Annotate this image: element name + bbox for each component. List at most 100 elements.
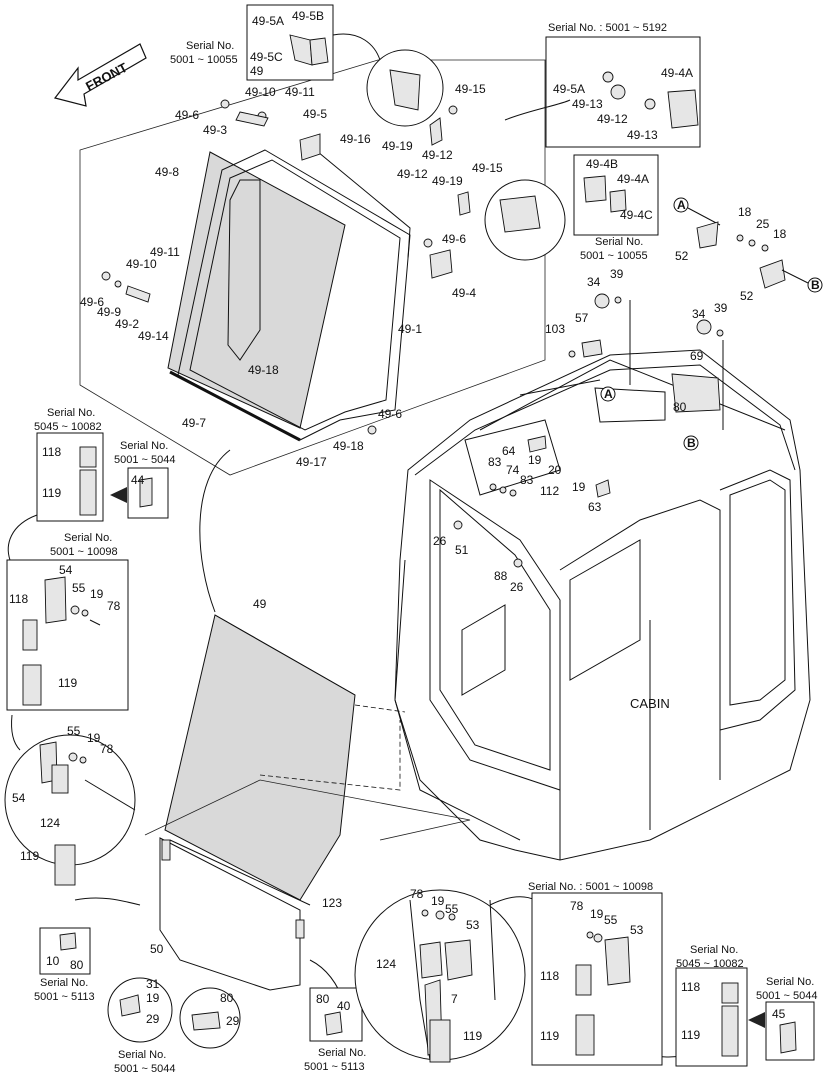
part-label: 78 xyxy=(570,899,584,913)
serial-bottom-mid: Serial No. : 5001 ~ 10098 xyxy=(528,881,653,893)
part-label: 49 xyxy=(250,64,264,78)
part-label: 49-4A xyxy=(661,66,693,80)
part-label: 49-15 xyxy=(455,82,486,96)
part-label: 49-16 xyxy=(340,132,371,146)
ref-B-circle-top xyxy=(807,277,823,293)
part-label: 119 xyxy=(20,849,39,863)
serial-bottom-c-b: 5001 ~ 5113 xyxy=(304,1061,365,1073)
part-label: 49-3 xyxy=(203,123,227,137)
part-label: 49-13 xyxy=(572,97,603,111)
part-label: 49-5 xyxy=(303,107,327,121)
part-label: 119 xyxy=(540,1029,559,1043)
part-label: 49-19 xyxy=(382,139,413,153)
part-label: 49-10 xyxy=(126,257,157,271)
lower-door-assembly xyxy=(159,614,356,991)
part-label: 78 xyxy=(100,742,114,756)
part-label: 118 xyxy=(42,445,61,459)
door-frame-outline xyxy=(177,149,411,441)
part-label: 118 xyxy=(540,969,559,983)
part-label: 10 xyxy=(46,954,60,968)
part-label: 88 xyxy=(494,569,508,583)
part-label: 54 xyxy=(12,791,26,805)
part-label: 49-15 xyxy=(472,161,503,175)
part-label: 49-10 xyxy=(245,85,276,99)
part-label: 52 xyxy=(740,289,754,303)
part-label: 78 xyxy=(107,599,121,613)
part-label: 49-19 xyxy=(432,174,463,188)
ref-B-label-cabin: B xyxy=(687,436,696,450)
part-label: 80 xyxy=(220,991,234,1005)
part-label: 26 xyxy=(510,580,524,594)
part-label: 26 xyxy=(433,534,447,548)
serial-top-right: Serial No. : 5001 ~ 5192 xyxy=(548,22,667,34)
part-label: 80 xyxy=(316,992,330,1006)
part-label: 55 xyxy=(72,581,86,595)
serial-left-3a: Serial No. xyxy=(64,532,112,544)
lower-door-panel-50 xyxy=(159,837,301,991)
serial-top-mid-2: 5001 ~ 10055 xyxy=(170,54,238,66)
part-label: 49-9 xyxy=(97,305,121,319)
part-label: 53 xyxy=(466,918,480,932)
serial-mid-right-2: 5001 ~ 10055 xyxy=(580,250,648,262)
ref-A-circle-cabin xyxy=(600,386,616,402)
part-label: 18 xyxy=(738,205,752,219)
part-label: 49-2 xyxy=(115,317,139,331)
part-label: 49-5C xyxy=(250,50,283,64)
part-label: 119 xyxy=(681,1028,700,1042)
part-label: 19 xyxy=(528,453,542,467)
cabin-label: CABIN xyxy=(630,696,670,711)
serial-bottom-l2b: 5001 ~ 5044 xyxy=(114,1063,175,1075)
part-label: 19 xyxy=(90,587,104,601)
part-label: 18 xyxy=(773,227,787,241)
part-label: 69 xyxy=(690,349,704,363)
door-frame-inner xyxy=(189,159,401,431)
serial-bottom-l1b: 5001 ~ 5113 xyxy=(34,991,95,1003)
part-label: 49-4C xyxy=(620,208,653,222)
part-label: 124 xyxy=(376,957,396,971)
part-label: 49-6 xyxy=(378,407,402,421)
part-label: 49-12 xyxy=(397,167,428,181)
part-label: 118 xyxy=(681,980,700,994)
part-label: 55 xyxy=(445,902,459,916)
part-label: 29 xyxy=(226,1014,240,1028)
cabin-body: CABIN xyxy=(394,349,811,861)
part-label: 119 xyxy=(42,486,61,500)
serial-bottom-l2a: Serial No. xyxy=(118,1049,166,1061)
part-label: 45 xyxy=(772,1007,786,1021)
part-label: 49-8 xyxy=(155,165,179,179)
part-label: 123 xyxy=(322,896,342,910)
part-label: 49-1 xyxy=(398,322,422,336)
part-label: 119 xyxy=(58,676,77,690)
part-label: 49-18 xyxy=(333,439,364,453)
door-glass-panel xyxy=(167,151,346,429)
part-label: 83 xyxy=(488,455,502,469)
part-label: 7 xyxy=(451,992,458,1006)
part-label: 20 xyxy=(548,463,562,477)
part-label: 124 xyxy=(40,816,60,830)
part-label: 49-5A xyxy=(553,82,585,96)
part-label: 50 xyxy=(150,942,164,956)
part-label: 55 xyxy=(67,724,81,738)
part-label: 49-6 xyxy=(80,295,104,309)
part-label: 49-6 xyxy=(175,108,199,122)
part-label: 19 xyxy=(87,731,101,745)
part-number-labels: 49-5A 49-5B 49-5C 49 49-15 49-19 49-12 4… xyxy=(9,9,820,1043)
door-seal-strip xyxy=(169,370,301,442)
part-label: 29 xyxy=(146,1012,160,1026)
part-label: 34 xyxy=(692,307,706,321)
part-label: 49-14 xyxy=(138,329,169,343)
serial-left-3b: 5001 ~ 10098 xyxy=(50,546,118,558)
part-label: 49-13 xyxy=(627,128,658,142)
part-label: 78 xyxy=(410,887,424,901)
part-label: 103 xyxy=(545,322,565,336)
serial-bottom-r1b: 5045 ~ 10082 xyxy=(676,958,744,970)
part-label: 49-5A xyxy=(252,14,284,28)
part-label: 49-4A xyxy=(617,172,649,186)
part-label: 51 xyxy=(455,543,469,557)
part-label: 112 xyxy=(540,484,559,498)
part-label: 49 xyxy=(253,597,267,611)
part-label: 49-11 xyxy=(285,85,315,99)
serial-labels: Serial No. 5001 ~ 10055 Serial No. : 500… xyxy=(34,22,817,1075)
